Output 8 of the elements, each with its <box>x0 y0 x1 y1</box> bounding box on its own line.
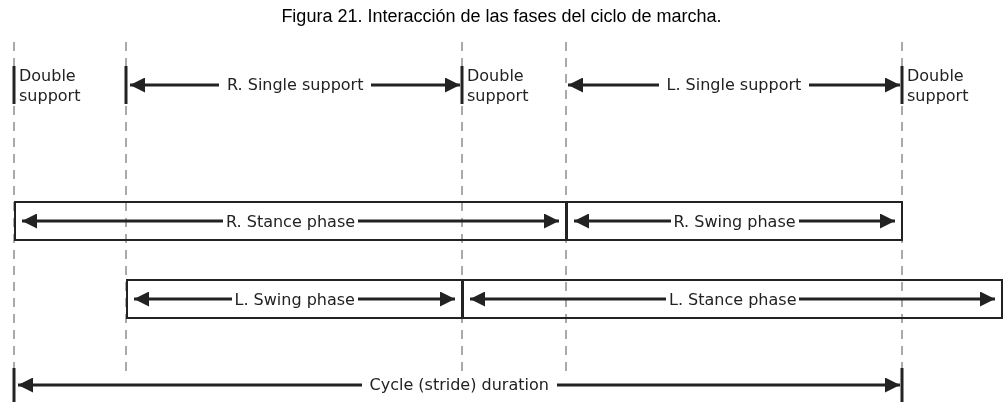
phase-label: L. Single support <box>658 75 810 95</box>
phase-label: Cycle (stride) duration <box>361 375 557 395</box>
phase-label: R. Single support <box>219 75 372 95</box>
phase-bar <box>566 201 903 241</box>
phase-bar <box>126 279 463 319</box>
figure-title: Figura 21. Interacción de las fases del ciclo de marcha. <box>280 6 723 27</box>
phase-bar <box>14 201 567 241</box>
phase-bar <box>462 279 1003 319</box>
